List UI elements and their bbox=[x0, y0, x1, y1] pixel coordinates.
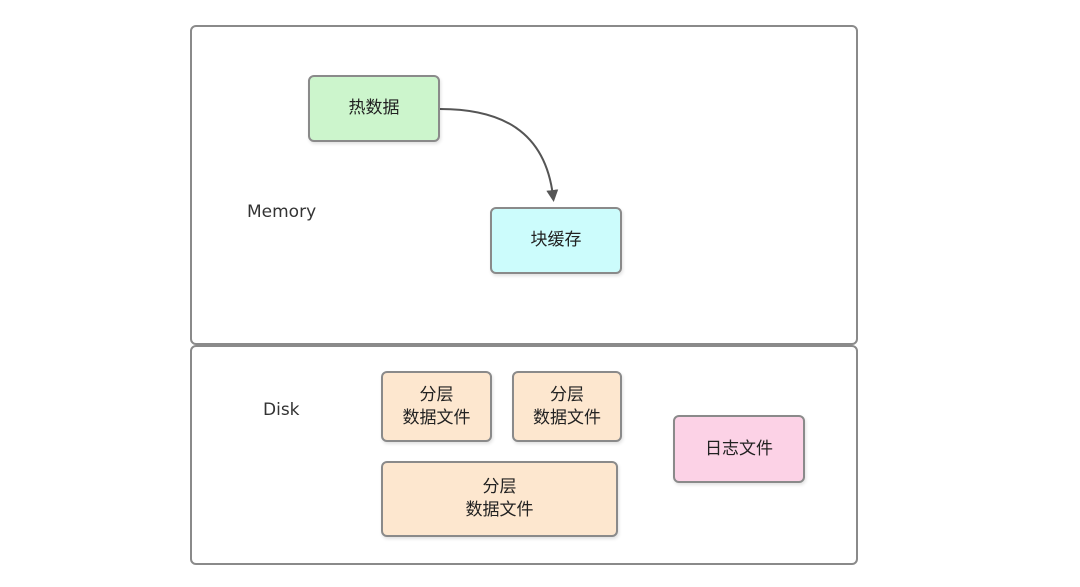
log-file-node: 日志文件 bbox=[673, 415, 805, 483]
disk-label: Disk bbox=[263, 400, 300, 420]
hot-data-label: 热数据 bbox=[348, 98, 400, 118]
tiered-data-file-3-line1: 分层 bbox=[482, 477, 517, 497]
tiered-data-file-node-2: 分层 数据文件 bbox=[512, 371, 622, 442]
block-cache-label: 块缓存 bbox=[530, 230, 582, 250]
hot-data-node: 热数据 bbox=[308, 75, 440, 142]
tiered-data-file-2-line1: 分层 bbox=[550, 384, 584, 405]
tiered-data-file-1-line1: 分层 bbox=[419, 384, 454, 405]
tiered-data-file-node-1: 分层 数据文件 bbox=[381, 371, 492, 442]
block-cache-node: 块缓存 bbox=[490, 207, 622, 274]
tiered-data-file-node-3: 分层 数据文件 bbox=[381, 461, 618, 537]
tiered-data-file-3-line2: 数据文件 bbox=[465, 500, 534, 520]
memory-label: Memory bbox=[247, 202, 317, 222]
log-file-label: 日志文件 bbox=[705, 438, 773, 459]
tiered-data-file-2-line2: 数据文件 bbox=[533, 407, 601, 428]
tiered-data-file-1-line2: 数据文件 bbox=[402, 407, 471, 428]
memory-region bbox=[190, 25, 858, 345]
